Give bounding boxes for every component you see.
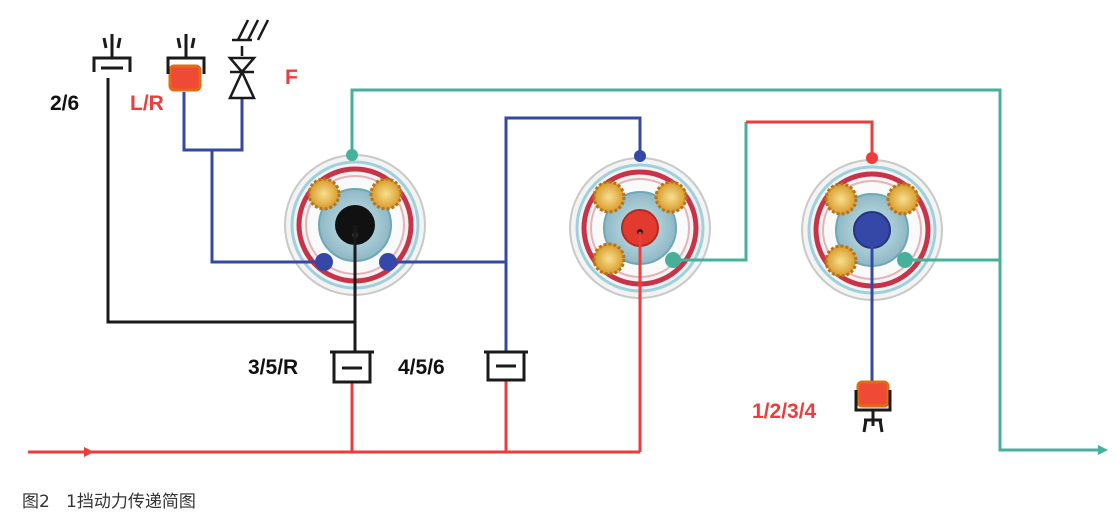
reaction-path xyxy=(182,92,874,382)
planet-pinion-gear xyxy=(824,182,920,278)
clutch-3-5-r-symbol xyxy=(330,350,374,384)
brake-1-2-3-4-symbol xyxy=(854,380,892,433)
brake-lr-symbol xyxy=(166,34,206,92)
label-brake-1-2-3-4: 1/2/3/4 xyxy=(752,400,817,423)
input-path xyxy=(28,120,874,454)
label-freewheel-f: F xyxy=(285,66,298,89)
label-brake-lr: L/R xyxy=(130,92,164,115)
input-arrow-icon xyxy=(84,447,94,457)
power-flow-diagram: 2/6 L/R F 3/5/R 4/5/6 1/2/3/4 xyxy=(28,19,1108,457)
planet-pinion-gear xyxy=(592,180,688,276)
figure-caption: 图2 1挡动力传递简图 xyxy=(22,492,196,512)
label-clutch-4-5-6: 4/5/6 xyxy=(398,356,445,379)
freewheel-f-symbol xyxy=(227,19,270,100)
label-brake-2-6: 2/6 xyxy=(50,92,79,115)
brake-2-6-symbol xyxy=(92,34,132,72)
planet-pinion-gear xyxy=(307,177,403,211)
clutch-4-5-6-symbol xyxy=(484,350,528,382)
output-path xyxy=(350,88,1098,452)
label-clutch-3-5-r: 3/5/R xyxy=(248,356,298,379)
connection-node xyxy=(315,149,913,271)
structural-path xyxy=(106,78,357,352)
output-arrow-icon xyxy=(1098,445,1108,455)
